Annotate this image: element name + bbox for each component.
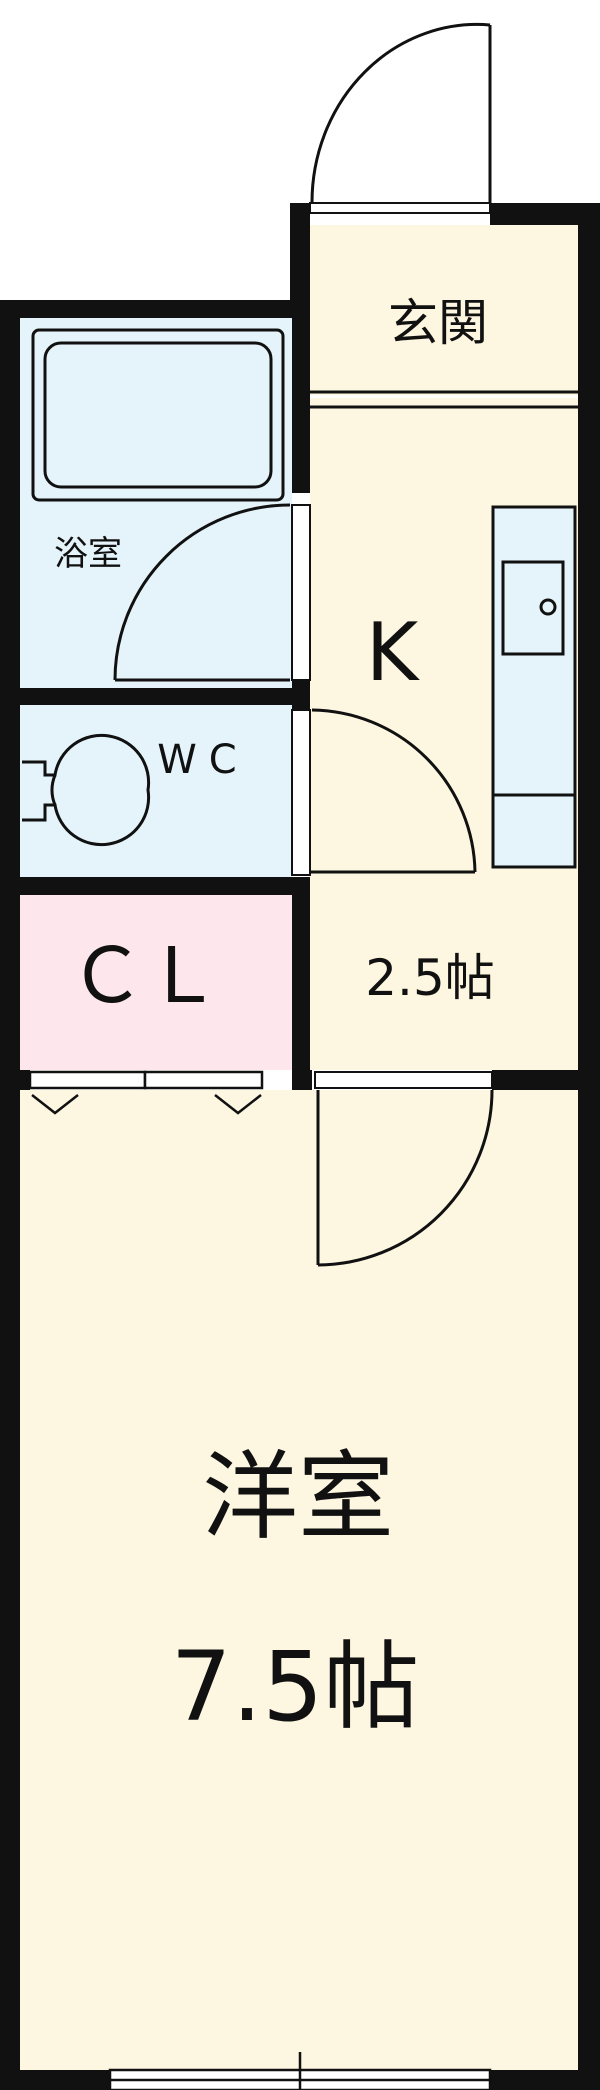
sink-icon [501, 560, 565, 656]
closet-doors [28, 1070, 264, 1115]
wall-top-left [0, 300, 310, 318]
bathtub-icon [31, 328, 285, 502]
closet-floor [20, 895, 292, 1070]
genkan-floor [310, 225, 578, 395]
window [108, 2052, 492, 2090]
wall-wc-closet [20, 877, 310, 895]
closet-label: ＣＬ [69, 931, 221, 1020]
western-room-floor [20, 1090, 578, 2070]
western-room-label: 洋室 [202, 1441, 394, 1553]
wc-label: WC [157, 737, 248, 783]
genkan-step [310, 390, 578, 409]
wall-bottom-left [0, 2070, 110, 2090]
toilet-icon [22, 733, 151, 847]
wall-wc-east [292, 877, 310, 1090]
room-door [314, 1071, 494, 1267]
wall-kitchen-west [292, 318, 310, 493]
kitchen-label: K [366, 606, 421, 699]
wall-kitchen-room-right [492, 1070, 578, 1090]
wall-bath-wc [20, 688, 310, 705]
genkan-label: 玄関 [388, 294, 488, 352]
wall-kitchen-room [292, 1070, 312, 1090]
wc-door [291, 708, 477, 876]
wall-entrance-left [290, 203, 310, 318]
bath-label: 浴室 [54, 534, 122, 574]
bath-door [113, 503, 311, 682]
entrance-door [309, 22, 492, 214]
wall-closet-room [20, 1070, 30, 1090]
wall-entrance-top-right [490, 203, 600, 225]
kitchen-size: 2.5帖 [365, 949, 495, 1007]
wall-right [578, 203, 600, 2090]
wall-bottom-right [490, 2070, 600, 2090]
western-room-size: 7.5帖 [171, 1631, 420, 1743]
wall-left-top [0, 300, 20, 2090]
walls [0, 203, 600, 2090]
